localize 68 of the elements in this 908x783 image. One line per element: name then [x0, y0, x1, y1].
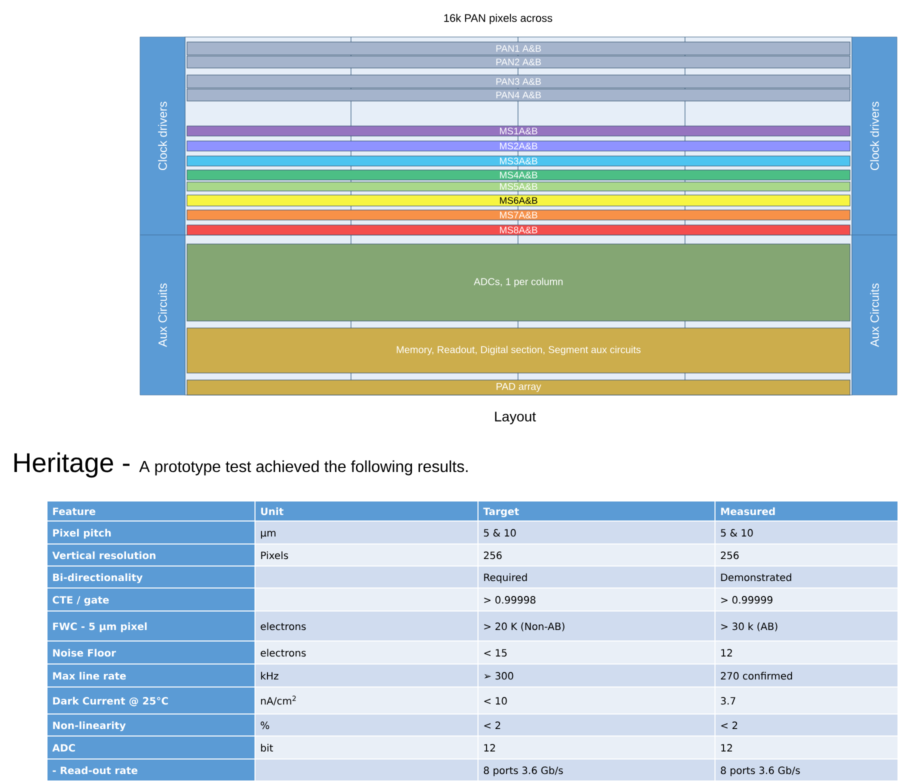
- layout-band: PAN3 A&B: [186, 74, 850, 88]
- table-cell: electrons: [255, 641, 478, 664]
- table-cell: < 10: [478, 687, 715, 714]
- table-cell: > 0.99998: [478, 588, 715, 611]
- header-cell: Noise Floor: [47, 641, 255, 664]
- header-cell: CTE / gate: [47, 588, 255, 611]
- table-cell: > 30 k (AB): [715, 611, 898, 641]
- table-cell: ➢ 300: [478, 664, 715, 687]
- table-cell: 270 confirmed: [715, 664, 898, 687]
- layout-band: MS5A&B: [186, 182, 850, 192]
- header-cell: Max line rate: [47, 664, 255, 687]
- header-cell: Target: [478, 501, 715, 521]
- side-panel: Aux Circuits: [140, 234, 186, 396]
- layout-band: PAD array: [186, 380, 850, 396]
- table-cell: 5 & 10: [715, 521, 898, 544]
- header-cell: Pixel pitch: [47, 521, 255, 544]
- layout-band: PAN1 A&B: [186, 42, 850, 56]
- header-cell: Feature: [47, 501, 255, 521]
- table-cell: Demonstrated: [715, 566, 898, 588]
- layout-band: MS2A&B: [186, 140, 850, 152]
- layout-band: MS6A&B: [186, 194, 850, 206]
- figure-caption: Layout: [495, 412, 536, 424]
- table-cell: 256: [715, 544, 898, 566]
- subheading: A prototype test achieved the following results.: [139, 460, 468, 476]
- table-cell: < 2: [478, 714, 715, 736]
- table-cell: 12: [715, 641, 898, 664]
- header-cell: FWC - 5 µm pixel: [47, 611, 255, 641]
- layout-band: MS7A&B: [186, 210, 850, 220]
- layout-band: Memory, Readout, Digital section, Segment aux circuits: [186, 328, 850, 374]
- table-cell: 12: [478, 736, 715, 759]
- header-cell: Bi-directionality: [47, 566, 255, 588]
- layout-band: PAN4 A&B: [186, 88, 850, 102]
- table-cell: µm: [255, 521, 478, 544]
- table-cell: < 2: [715, 714, 898, 736]
- heading: Heritage -: [14, 452, 130, 478]
- side-panel: Aux Circuits: [852, 234, 898, 396]
- table-cell: > 20 K (Non-AB): [478, 611, 715, 641]
- table-cell: Pixels: [255, 544, 478, 566]
- axis-label: 16k PAN pixels across: [444, 14, 552, 24]
- table-cell: 8 ports 3.6 Gb/s: [478, 759, 715, 781]
- header-cell: Vertical resolution: [47, 544, 255, 566]
- header-cell: Measured: [715, 501, 898, 521]
- table-cell: < 15: [478, 641, 715, 664]
- layout-band: PAN2 A&B: [186, 56, 850, 68]
- side-panel: Clock drivers: [140, 36, 186, 236]
- table-cell: 256: [478, 544, 715, 566]
- table-cell: kHz: [255, 664, 478, 687]
- table-cell: electrons: [255, 611, 478, 641]
- table-cell: 3.7: [715, 687, 898, 714]
- layout-band: MS4A&B: [186, 170, 850, 180]
- layout-band: MS3A&B: [186, 156, 850, 166]
- table-cell: Required: [478, 566, 715, 588]
- header-cell: - Read-out rate: [47, 759, 255, 781]
- table-cell: nA/cm$^{2}$: [255, 687, 478, 714]
- header-cell: Dark Current @ 25°C: [47, 687, 255, 714]
- table-cell: 8 ports 3.6 Gb/s: [715, 759, 898, 781]
- layout-band: MS8A&B: [186, 224, 850, 236]
- layout-band: MS1A&B: [186, 126, 850, 136]
- table-cell: 5 & 10: [478, 521, 715, 544]
- layout-band: ADCs, 1 per column: [186, 244, 850, 322]
- side-panel: Clock drivers: [852, 36, 898, 236]
- table-cell: 12: [715, 736, 898, 759]
- header-cell: ADC: [47, 736, 255, 759]
- table-cell: bit: [255, 736, 478, 759]
- header-cell: Non-linearity: [47, 714, 255, 736]
- table-cell: %: [255, 714, 478, 736]
- header-cell: Unit: [255, 501, 478, 521]
- table-cell: > 0.99999: [715, 588, 898, 611]
